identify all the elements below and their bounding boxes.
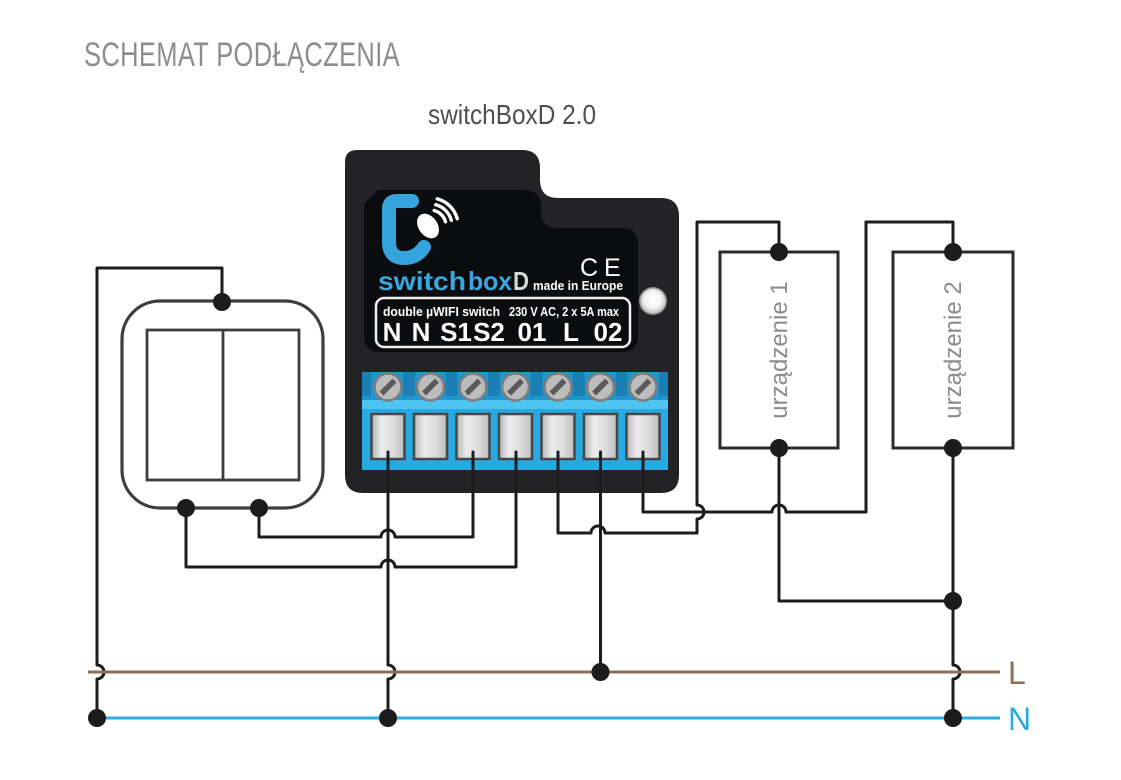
device-model-label: switchBoxD 2.0 xyxy=(428,99,596,130)
junction-dot xyxy=(250,499,268,517)
status-led-glow xyxy=(640,288,666,314)
line-n-label: N xyxy=(1008,701,1031,737)
wire-switch-common xyxy=(95,266,224,720)
junction-dot xyxy=(944,592,962,610)
wall-switch xyxy=(120,299,325,510)
wire-o2-to-load2 xyxy=(641,220,955,514)
terminal-label-o1: 01 xyxy=(518,317,547,347)
junction-dot xyxy=(770,439,788,457)
mains-lines: L N xyxy=(88,655,1031,737)
junction-dot xyxy=(88,709,106,727)
junction-dot xyxy=(213,293,231,311)
terminal-label-n1: N xyxy=(383,317,402,347)
blebox-logo-icon xyxy=(382,194,459,265)
junction-dot xyxy=(944,709,962,727)
wire-s2 xyxy=(184,450,518,569)
junction-dot xyxy=(770,243,788,261)
wire-load2-neutral xyxy=(951,446,962,720)
brand-d-text: D xyxy=(513,266,529,296)
load-1-box: urządzenie 1 xyxy=(718,250,840,450)
load-2-box: urządzenie 2 xyxy=(891,250,1015,450)
spec-rating-label: 230 V AC, 2 x 5A max xyxy=(509,305,619,319)
junction-dots xyxy=(88,243,962,727)
terminal-label-o2: 02 xyxy=(594,317,623,347)
junction-dot xyxy=(944,243,962,261)
screw-icon xyxy=(373,372,403,402)
terminal-label-s2: S2 xyxy=(473,317,505,347)
ce-mark: CE xyxy=(580,254,627,282)
terminal-label-l: L xyxy=(563,317,579,347)
wifi-waves-icon xyxy=(432,197,459,224)
spec-type-label: double µWIFI switch xyxy=(383,305,500,319)
junction-dot xyxy=(177,499,195,517)
load-2-label: urządzenie 2 xyxy=(940,281,967,418)
screw-icon xyxy=(458,372,488,402)
brand-switch-text: switch xyxy=(378,266,466,296)
line-l-label: L xyxy=(1008,655,1026,691)
load-1-label: urządzenie 1 xyxy=(766,281,793,418)
wire-o1-to-load1 xyxy=(556,220,781,535)
junction-dot xyxy=(591,663,610,681)
page-title: SCHEMAT PODŁĄCZENIA xyxy=(84,36,400,74)
screw-icon xyxy=(628,372,658,402)
logo-dot xyxy=(417,213,439,239)
screw-icon xyxy=(585,372,616,402)
wire-s1 xyxy=(257,450,475,539)
spec-box xyxy=(374,296,632,349)
wire-load1-neutral xyxy=(777,446,955,603)
made-in-label: made in Europe xyxy=(533,278,623,293)
brand-box-text: box xyxy=(468,266,513,296)
junction-dot xyxy=(379,709,397,727)
terminal-label-s1: S1 xyxy=(440,317,472,347)
switchboxd-device: switch box D made in Europe CE double µW… xyxy=(345,150,679,493)
junction-dot xyxy=(944,439,962,457)
screw-icon xyxy=(543,372,573,402)
terminal-label-n2: N xyxy=(412,317,431,347)
terminal-block xyxy=(362,372,668,470)
screw-terminal-icons xyxy=(373,372,658,402)
screw-icon xyxy=(500,372,531,402)
screw-icon xyxy=(415,372,446,402)
